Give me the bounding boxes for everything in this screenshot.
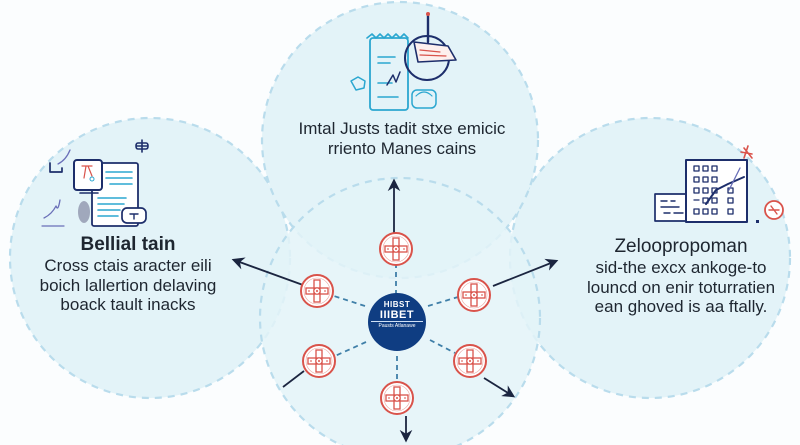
spoke-upper-left	[333, 295, 366, 307]
section-right-title: Zeloopropoman	[614, 236, 748, 257]
section-right-line-1: sid-the excx ankoge-to	[595, 258, 767, 278]
section-left-title: Bellial tain	[80, 234, 176, 255]
section-top-line-2: rriento Manes cains	[327, 138, 477, 158]
section-left-line-3: boack tault inacks	[60, 295, 196, 315]
spokes	[333, 264, 459, 382]
section-left-label: Bellial tain Cross ctais aracter eili bo…	[14, 234, 242, 315]
section-top-label: Imtal Justs tadit stxe emicic rriento Ma…	[262, 119, 542, 158]
arrows	[231, 178, 559, 443]
hub-line-1: HIBST	[383, 300, 411, 309]
arrow-left	[231, 257, 304, 286]
spoke-lower-right	[429, 339, 456, 354]
node-lower-left[interactable]	[302, 344, 336, 378]
section-top-line-1: Imtal Justs tadit stxe emicic	[298, 119, 506, 138]
hub-line-2: IIIBET	[371, 309, 423, 322]
section-right-line-2: louncd on enir toturratien	[586, 277, 776, 297]
hub-circle[interactable]	[368, 293, 426, 351]
section-right-line-3: ean ghoved is aa ftally.	[594, 297, 768, 317]
node-bottom[interactable]	[380, 381, 414, 415]
section-left-line-1: Cross ctais aracter eili	[44, 256, 212, 276]
section-left-line-2: boich lallertion delaving	[39, 275, 217, 295]
document-checklist-icon	[350, 12, 457, 111]
node-upper-right[interactable]	[457, 278, 491, 312]
arrow-down-right	[483, 377, 516, 398]
arrow-right	[492, 258, 559, 287]
node-lower-right[interactable]	[453, 344, 487, 378]
spoke-lower-left	[334, 341, 367, 357]
building-growth-icon	[654, 145, 784, 223]
hub-label: HIBST IIIBET Pausts Atlanawe	[365, 300, 429, 329]
document-chart-icon	[41, 139, 149, 227]
section-right-label: Zeloopropoman sid-the excx ankoge-to lou…	[566, 236, 796, 317]
node-upper-left[interactable]	[300, 274, 334, 308]
hub-line-3: Pausts Atlanawe	[378, 323, 416, 329]
arrow-down-left	[282, 370, 305, 388]
node-top[interactable]	[379, 232, 413, 266]
